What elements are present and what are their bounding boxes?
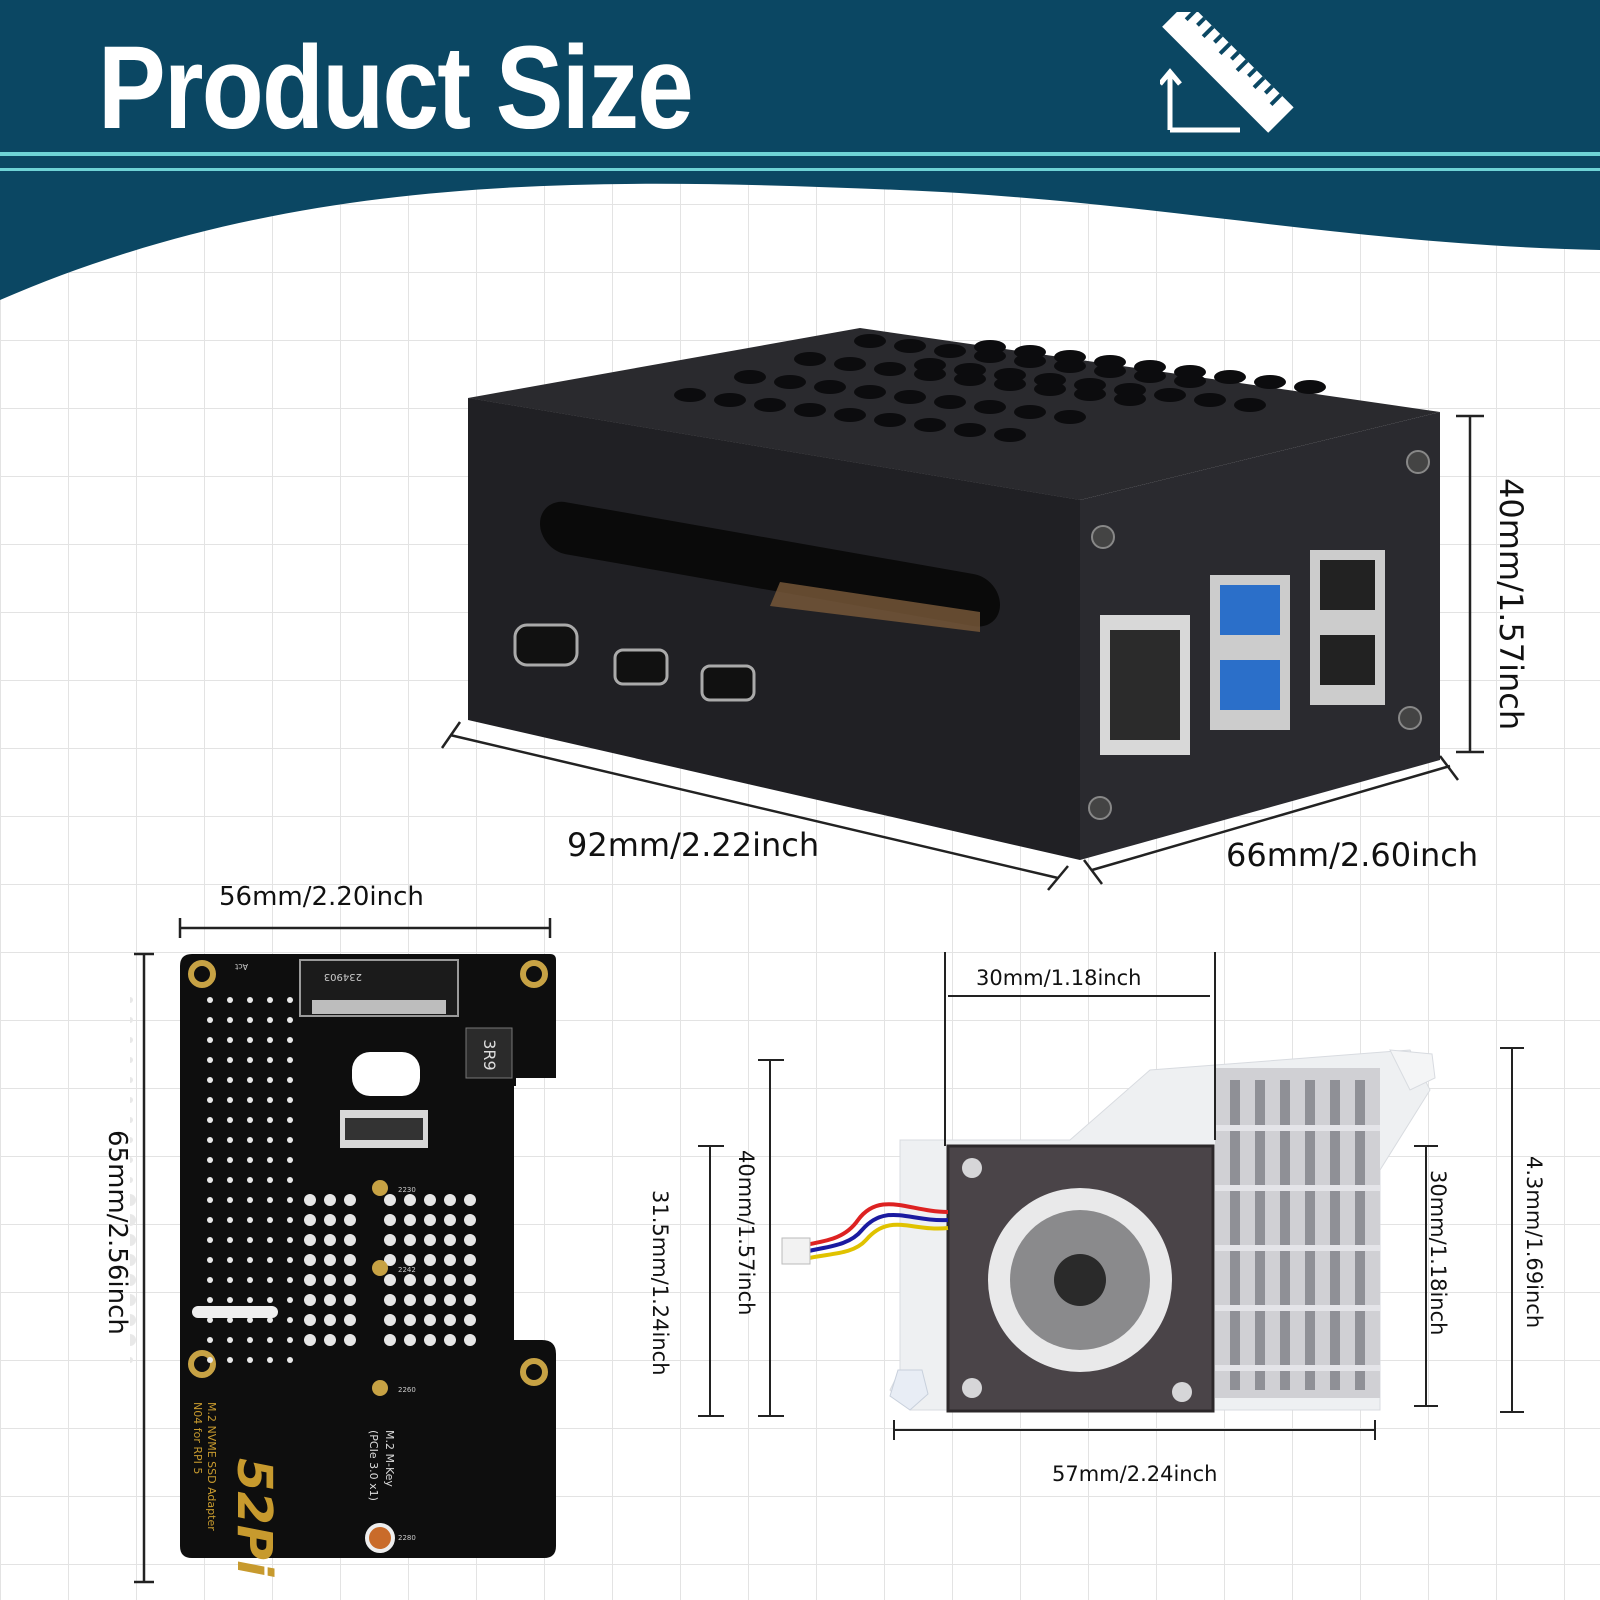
board-height-label: 65mm/2.56inch: [102, 1130, 132, 1335]
metal-case-image: [440, 320, 1540, 900]
base-height-label: 31.5mm/1.24inch: [648, 1190, 672, 1376]
board-hole-2280: 2280: [398, 1534, 416, 1542]
board-hole-2260: 2260: [398, 1386, 416, 1394]
board-key-silkscreen: M.2 M-Key: [383, 1430, 396, 1487]
board-width-label: 56mm/2.20inch: [219, 882, 424, 912]
board-bus-silkscreen: (PCIe 3.0 x1): [367, 1430, 380, 1501]
cooler-total-height-label: 4.3mm/1.69inch: [1522, 1156, 1546, 1329]
ruler-icon: [1160, 12, 1300, 142]
case-height-label: 40mm/1.57inch: [1492, 478, 1530, 731]
heatsink-height-label: 30mm/1.18inch: [1426, 1170, 1450, 1336]
fan-heatsink-image: [690, 950, 1570, 1510]
board-brand-logo: 52Pi: [226, 1458, 282, 1577]
case-length-label: 92mm/2.22inch: [567, 826, 820, 864]
board-inductor-marking: 3R9: [480, 1039, 499, 1070]
fan-width-label: 30mm/1.18inch: [976, 966, 1142, 990]
header-band: [0, 0, 1600, 320]
page-title: Product Size: [98, 22, 694, 154]
board-hole-2230: 2230: [398, 1186, 416, 1194]
nvme-adapter-board-image: 3R9 52Pi M.2 NVME SSD Adapter N04 for RP…: [130, 910, 570, 1590]
board-part-number: 234903: [324, 971, 362, 982]
case-width-label: 66mm/2.60inch: [1226, 836, 1479, 874]
cooler-total-width-label: 57mm/2.24inch: [1052, 1462, 1218, 1486]
board-name-silkscreen: M.2 NVME SSD Adapter: [205, 1402, 218, 1531]
board-model-silkscreen: N04 for RPI 5: [191, 1402, 204, 1474]
board-led-label: Act: [235, 962, 248, 971]
board-hole-2242: 2242: [398, 1266, 416, 1274]
fan-height-label: 40mm/1.57inch: [734, 1150, 758, 1316]
